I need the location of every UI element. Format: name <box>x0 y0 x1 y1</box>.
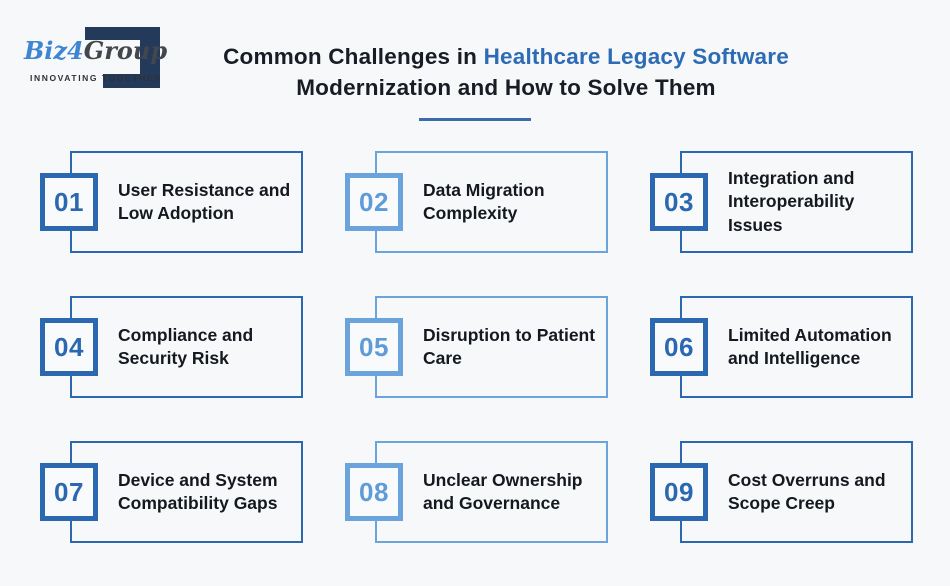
card-label: Disruption to Patient Care <box>423 324 596 368</box>
logo-word-group: Group <box>83 36 168 65</box>
biz4group-logo: Biz4Group INNOVATING TOGETHER <box>18 12 183 107</box>
challenge-card-04: 04 Compliance and Security Risk <box>40 296 303 398</box>
challenge-card-08: 08 Unclear Ownership and Governance <box>345 441 608 543</box>
challenge-card-09: 09 Cost Overruns and Scope Creep <box>650 441 913 543</box>
card-label: Device and System Compatibility Gaps <box>118 469 278 513</box>
page-title: Common Challenges in Healthcare Legacy S… <box>168 41 844 103</box>
title-prefix: Common Challenges in <box>223 44 484 69</box>
card-number-badge: 06 <box>650 318 708 376</box>
challenge-card-07: 07 Device and System Compatibility Gaps <box>40 441 303 543</box>
logo-bracket-icon <box>85 27 160 88</box>
card-label: Cost Overruns and Scope Creep <box>728 469 886 513</box>
card-number-badge: 09 <box>650 463 708 521</box>
card-label: Compliance and Security Risk <box>118 324 254 368</box>
card-number-badge: 02 <box>345 173 403 231</box>
card-label: Unclear Ownership and Governance <box>423 469 583 513</box>
challenge-card-03: 03 Integration and Interoperability Issu… <box>650 151 913 253</box>
card-number-badge: 01 <box>40 173 98 231</box>
title-highlight: Healthcare Legacy Software <box>483 44 789 69</box>
challenge-card-01: 01 User Resistance and Low Adoption <box>40 151 303 253</box>
challenge-card-06: 06 Limited Automation and Intelligence <box>650 296 913 398</box>
card-number-badge: 04 <box>40 318 98 376</box>
logo-word-4: 4 <box>67 36 84 65</box>
title-line2: Modernization and How to Solve Them <box>296 75 716 100</box>
card-label: Limited Automation and Intelligence <box>728 324 892 368</box>
logo-word-biz: Biz <box>24 36 68 65</box>
card-number-badge: 07 <box>40 463 98 521</box>
logo-tagline: INNOVATING TOGETHER <box>30 73 162 83</box>
card-number-badge: 05 <box>345 318 403 376</box>
card-number-badge: 03 <box>650 173 708 231</box>
challenge-card-02: 02 Data Migration Complexity <box>345 151 608 253</box>
card-number-badge: 08 <box>345 463 403 521</box>
card-label: Data Migration Complexity <box>423 179 545 223</box>
logo-wordmark: Biz4Group <box>24 36 167 65</box>
card-label: Integration and Interoperability Issues <box>728 168 855 235</box>
title-underline-divider <box>419 118 531 121</box>
card-label: User Resistance and Low Adoption <box>118 179 291 223</box>
challenge-card-05: 05 Disruption to Patient Care <box>345 296 608 398</box>
